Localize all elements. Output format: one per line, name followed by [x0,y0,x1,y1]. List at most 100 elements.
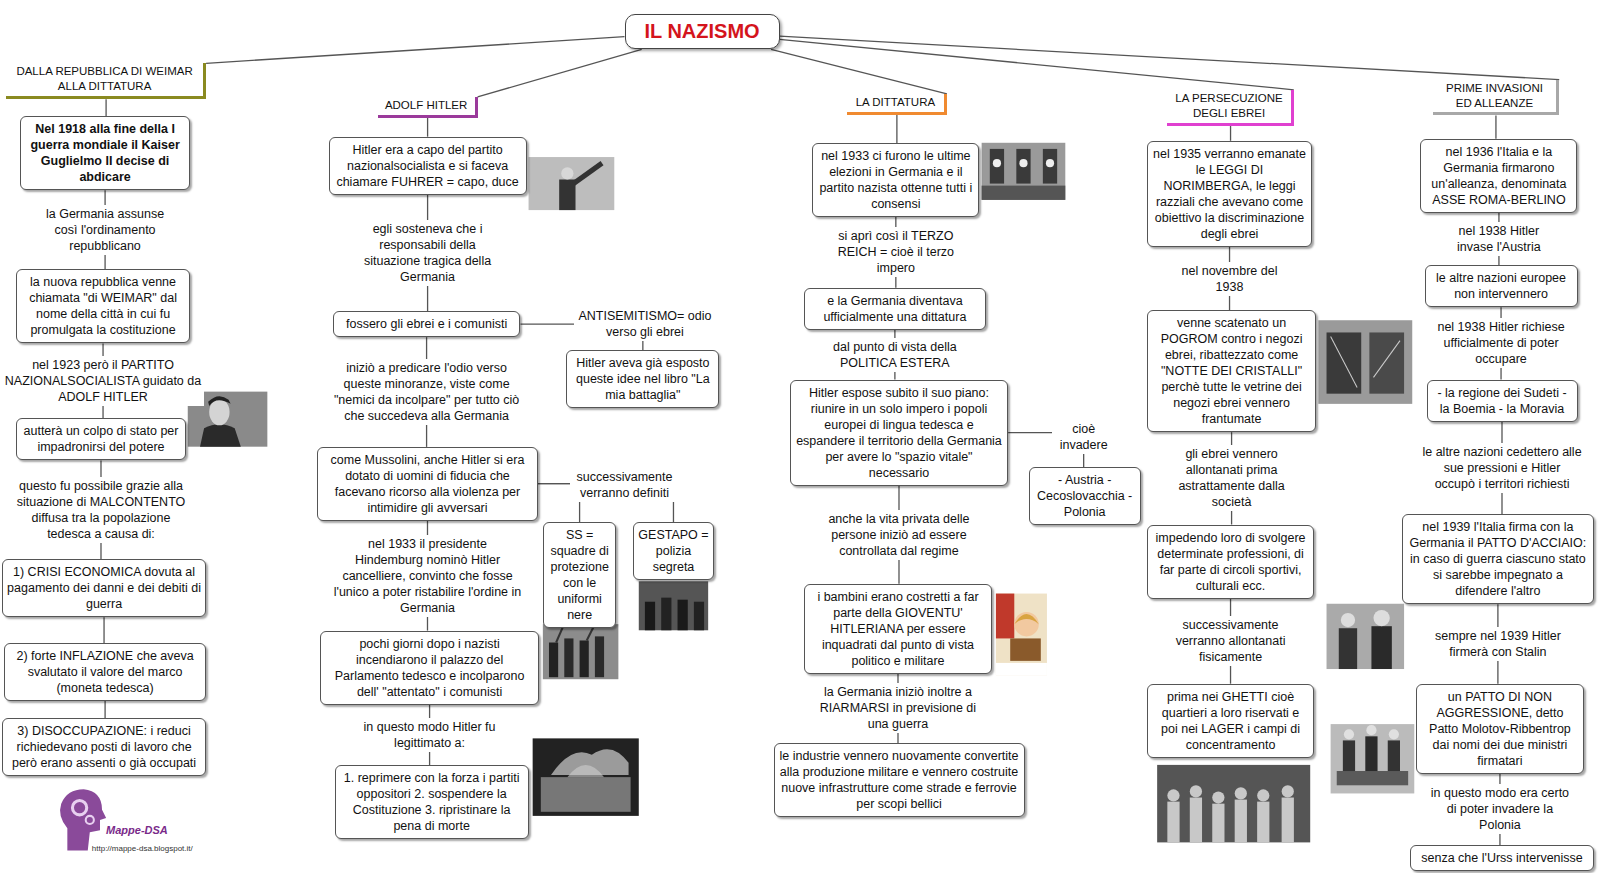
concept-box: Hitler aveva già esposto queste idee nel… [566,350,719,408]
link-phrase: cioè invadere [1052,420,1115,454]
photo [529,157,615,210]
photo [543,624,619,679]
connector [780,39,1294,89]
node-text: SS = squadre di protezione con le unifor… [548,527,612,623]
node-text: le industrie vennero nuovamente converti… [779,748,1020,812]
concept-box: 1. reprimere con la forza i partiti oppo… [335,765,529,839]
connector [103,617,104,643]
concept-box: le altre nazioni europee non intervenner… [1425,265,1578,307]
node-text: 3) DISOCCUPAZIONE: i reduci richiedevano… [7,723,201,771]
node-text: le altre nazioni europee non intervenner… [1430,270,1573,302]
section-heading: DALLA REPUBBLICA DI WEIMAR ALLA DITTATUR… [6,63,206,99]
link-phrase: in questo modo era certo di poter invade… [1429,784,1572,834]
concept-box: Hitler era a capo del partito nazionalso… [329,137,527,195]
node-text: Hitler era a capo del partito nazionalso… [334,142,522,190]
link-phrase: la Germania iniziò inoltre a RIARMARSI i… [811,683,985,733]
section-heading: LA PERSECUZIONE DEGLI EBREI [1167,90,1294,126]
photo [1157,765,1310,843]
concept-box: nel 1939 l'Italia firma con la Germania … [1402,514,1594,604]
node-text: DALLA REPUBBLICA DI WEIMAR ALLA DITTATUR… [10,64,199,94]
link-phrase: sempre nel 1939 Hitler firmerà con Stali… [1421,627,1574,661]
node-text: autterà un colpo di stato per impadronir… [21,423,180,455]
concept-box: autterà un colpo di stato per impadronir… [16,418,185,460]
concept-box: prima nei GHETTI cioè quartieri a loro r… [1147,684,1314,758]
concept-box: nel 1936 l'Italia e la Germania firmaron… [1420,139,1577,213]
node-text: come Mussolini, anche Hitler si era dota… [322,452,532,516]
node-text: Hitler aveva già esposto queste idee nel… [571,355,714,403]
node-text: nel 1933 ci furono le ultime elezioni in… [817,148,974,212]
photo [996,594,1047,676]
concept-box: Nel 1918 alla fine della I guerra mondia… [20,116,189,190]
concept-box: i bambini erano costretti a far parte de… [804,584,992,674]
link-phrase: gli ebrei vennero allontanati prima astr… [1162,445,1301,511]
section-heading: ADOLF HITLER [378,97,478,118]
concept-box: un PATTO DI NON AGGRESSIONE, detto Patto… [1416,684,1583,774]
connector [771,49,947,94]
node-text: 1) CRISI ECONOMICA dovuta al pagamento d… [7,564,201,612]
node-text: nel 1939 l'Italia firma con la Germania … [1407,519,1589,599]
concept-box: le industrie vennero nuovamente converti… [774,743,1025,817]
node-text: impedendo loro di svolgere determinate p… [1152,530,1309,594]
connector [1230,126,1231,141]
photo [533,738,639,816]
section-heading: PRIME INVASIONI ED ALLEANZE [1433,80,1560,116]
connector [478,49,642,97]
photo [1331,724,1415,793]
node-text: LA DITTATURA [851,95,940,110]
concept-box: e la Germania diventava ufficialmente un… [804,288,986,330]
link-phrase: egli sosteneva che i responsabili della … [356,220,499,286]
logo-icon [60,789,106,850]
link-phrase: nel 1938 Hitler invase l'Austria [1438,222,1560,256]
node-text: la nuova repubblica venne chiamata "di W… [21,274,185,338]
link-phrase: nel 1938 Hitler richiese ufficialmente d… [1425,318,1578,368]
connector [105,99,106,116]
concept-box: 2) forte INFLAZIONE che aveva svalutato … [4,643,206,701]
concept-box: Hitler espose subito il suo piano: riuni… [790,380,1008,486]
concept-box: 3) DISOCCUPAZIONE: i reduci richiedevano… [2,718,206,776]
node-text: senza che l'Urss intervenisse [1415,850,1589,866]
concept-box: GESTAPO = polizia segreta [633,522,715,580]
link-phrase: le altre nazioni cedettero alle sue pres… [1420,443,1583,493]
node-text: 2) forte INFLAZIONE che aveva svalutato … [9,648,201,696]
node-text: - la regione dei Sudeti - la Boemia - la… [1432,385,1573,417]
map-title: IL NAZISMO [625,14,780,49]
concept-box: SS = squadre di protezione con le unifor… [543,522,617,628]
node-text: prima nei GHETTI cioè quartieri a loro r… [1152,689,1309,753]
connector [1495,115,1496,138]
link-phrase: questo fu possibile grazie alla situazio… [10,477,192,543]
logo-name: Mappe-DSA [106,824,168,836]
link-phrase: ANTISEMITISMO= odio verso gli ebrei [574,307,717,341]
link-phrase: la Germania assunse così l'ordinamento r… [34,205,177,255]
concept-box: come Mussolini, anche Hitler si era dota… [317,447,537,521]
node-text: nel 1935 verranno emanate le LEGGI DI NO… [1152,146,1307,242]
node-text: venne scatenato un POGROM contro i negoz… [1152,315,1311,427]
node-text: Hitler espose subito il suo piano: riuni… [795,385,1003,481]
node-text: GESTAPO = polizia segreta [638,527,710,575]
photo [1327,604,1405,669]
node-text: e la Germania diventava ufficialmente un… [809,293,981,325]
link-phrase: iniziò a predicare l'odio verso queste m… [331,359,523,425]
node-text: IL NAZISMO [634,19,771,44]
concept-box: nel 1933 ci furono le ultime elezioni in… [812,143,979,217]
node-text: pochi giorni dopo i nazisti incendiarono… [325,636,533,700]
concept-box: 1) CRISI ECONOMICA dovuta al pagamento d… [2,559,206,617]
concept-box: impedendo loro di svolgere determinate p… [1147,525,1314,599]
connector [896,115,897,143]
node-text: Nel 1918 alla fine della I guerra mondia… [25,121,184,185]
concept-box: - la regione dei Sudeti - la Boemia - la… [1427,380,1578,422]
node-text: nel 1936 l'Italia e la Germania firmaron… [1425,144,1572,208]
concept-box: nel 1935 verranno emanate le LEGGI DI NO… [1147,141,1312,247]
node-text: PRIME INVASIONI ED ALLEANZE [1437,81,1553,111]
link-phrase: nel 1923 però il PARTITO NAZIONALSOCIALI… [2,356,204,406]
connector [104,701,105,719]
concept-box: fossero gli ebrei e i comunisti [333,311,521,337]
link-phrase: in questo modo Hitler fu legittimato a: [353,718,506,752]
node-text: - Austria - Cecoslovacchia - Polonia [1034,472,1136,520]
concept-box: la nuova repubblica venne chiamata "di W… [16,269,190,343]
connector [427,118,428,137]
concept-box: venne scatenato un POGROM contro i negoz… [1147,310,1316,432]
link-phrase: nel novembre del 1938 [1173,262,1285,296]
connector [780,36,1560,79]
section-heading: LA DITTATURA [847,94,947,115]
node-text: fossero gli ebrei e i comunisti [338,316,516,332]
